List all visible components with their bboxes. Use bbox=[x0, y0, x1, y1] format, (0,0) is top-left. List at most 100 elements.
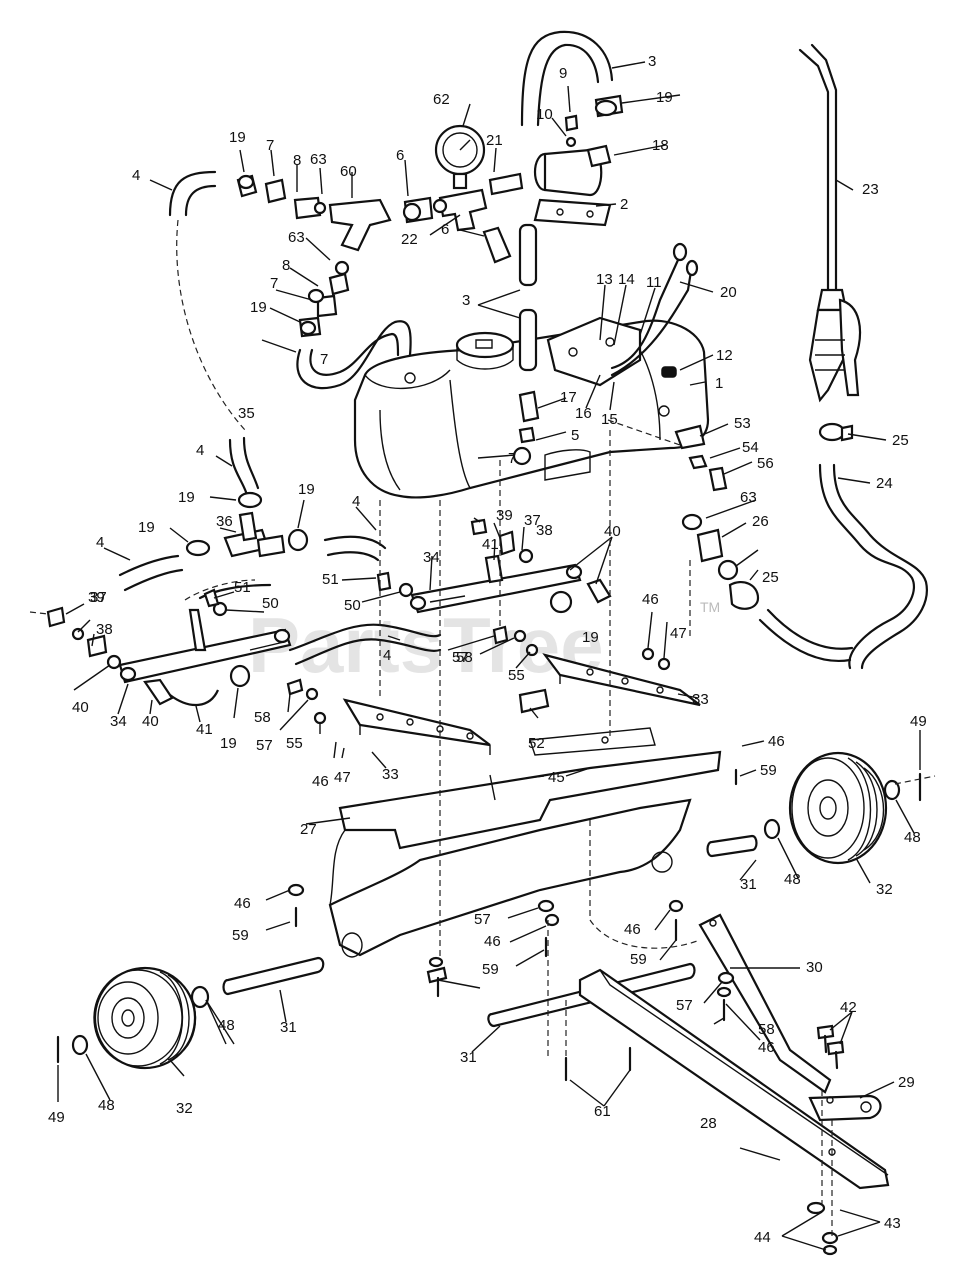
callout: 6 bbox=[441, 221, 449, 238]
pressure-gauge[interactable] bbox=[434, 124, 486, 190]
callout: 27 bbox=[300, 821, 317, 838]
callout: 37 bbox=[524, 512, 541, 529]
mounting-bracket[interactable] bbox=[546, 316, 642, 387]
hose-4-mid-left[interactable] bbox=[118, 554, 184, 592]
callout: 46 bbox=[624, 921, 641, 938]
hose-4-left[interactable] bbox=[228, 436, 260, 494]
callout: 48 bbox=[98, 1097, 115, 1114]
callout: 48 bbox=[904, 829, 921, 846]
callout: 47 bbox=[670, 625, 687, 642]
callout: 25 bbox=[762, 569, 779, 586]
frame-27[interactable] bbox=[328, 727, 722, 958]
hose-clamp-19-set[interactable] bbox=[185, 99, 618, 688]
callout: 21 bbox=[486, 132, 503, 149]
callout: 63 bbox=[288, 229, 305, 246]
callout: 5 bbox=[571, 427, 579, 444]
hose-right-lower[interactable] bbox=[758, 608, 854, 662]
hose-vertical[interactable] bbox=[518, 223, 538, 372]
callout: 19 bbox=[250, 299, 267, 316]
pump[interactable] bbox=[533, 148, 612, 227]
callout: 7 bbox=[508, 450, 516, 467]
callout: 57 bbox=[474, 911, 491, 928]
pins-49[interactable] bbox=[56, 772, 922, 1064]
hose-clamp-25-upper[interactable] bbox=[818, 422, 854, 442]
callout: 63 bbox=[310, 151, 327, 168]
callout: 40 bbox=[142, 713, 159, 730]
callout: 39 bbox=[88, 589, 105, 606]
callout: 25 bbox=[892, 432, 909, 449]
tongue-28[interactable] bbox=[578, 968, 890, 1190]
hose-35[interactable] bbox=[296, 320, 412, 390]
callout: 58 bbox=[254, 709, 271, 726]
callout: 15 bbox=[601, 411, 618, 428]
callout: 48 bbox=[784, 871, 801, 888]
callout: 24 bbox=[876, 475, 893, 492]
callout: 37 bbox=[90, 589, 107, 606]
callout: 39 bbox=[496, 507, 513, 524]
callout: 57 bbox=[676, 997, 693, 1014]
callout: 8 bbox=[293, 152, 301, 169]
wheel-left-32[interactable] bbox=[93, 966, 197, 1070]
callout: 40 bbox=[604, 523, 621, 540]
callout: 29 bbox=[898, 1074, 915, 1091]
callout: 49 bbox=[48, 1109, 65, 1126]
callout: 38 bbox=[96, 621, 113, 638]
callout: 34 bbox=[110, 713, 127, 730]
callout: 34 bbox=[423, 549, 440, 566]
callout: 38 bbox=[536, 522, 553, 539]
boom-left-34[interactable] bbox=[118, 628, 292, 684]
axle-right-31[interactable] bbox=[706, 834, 758, 858]
callout: 14 bbox=[618, 271, 635, 288]
assembly-lines bbox=[29, 219, 936, 1240]
brace-30[interactable] bbox=[698, 913, 832, 1094]
y-fitting-60[interactable] bbox=[293, 196, 392, 338]
callout: 46 bbox=[484, 933, 501, 950]
hose-4-mid[interactable] bbox=[323, 535, 387, 562]
callout: 6 bbox=[396, 147, 404, 164]
hose-top-arc[interactable] bbox=[520, 30, 614, 127]
callout: 60 bbox=[340, 163, 357, 180]
callout: 46 bbox=[758, 1039, 775, 1056]
callout: 28 bbox=[700, 1115, 717, 1132]
tee-fitting-36[interactable] bbox=[223, 511, 286, 558]
wheel-right-32[interactable] bbox=[788, 751, 888, 865]
watermark: PartsTree bbox=[248, 601, 604, 689]
callout: 19 bbox=[582, 629, 599, 646]
callout: 57 bbox=[256, 737, 273, 754]
boom-right-34[interactable] bbox=[409, 563, 583, 614]
callout: 4 bbox=[383, 647, 391, 664]
support-plate-right-33[interactable] bbox=[542, 653, 701, 707]
callout: 1 bbox=[715, 375, 723, 392]
callout: 3 bbox=[648, 53, 656, 70]
callout: 7 bbox=[270, 275, 278, 292]
callout-labels: 1 2 3 3 4 4 4 4 4 5 6 6 7 7 7 7 8 8 9 10… bbox=[48, 53, 927, 1246]
hose-24[interactable] bbox=[818, 463, 928, 670]
callout: 54 bbox=[742, 439, 759, 456]
callout: 4 bbox=[196, 442, 204, 459]
hardware-center[interactable] bbox=[470, 518, 671, 714]
callout: 13 bbox=[596, 271, 613, 288]
nozzle-assemblies[interactable] bbox=[143, 554, 612, 707]
washers-48[interactable] bbox=[71, 779, 901, 1056]
callout: 33 bbox=[382, 766, 399, 783]
tank-fittings[interactable] bbox=[512, 366, 760, 610]
callout: 19 bbox=[656, 89, 673, 106]
support-plate-left-33[interactable] bbox=[342, 698, 491, 755]
callout: 3 bbox=[462, 292, 470, 309]
callout: 45 bbox=[548, 769, 565, 786]
hose-left-elbow[interactable] bbox=[168, 170, 217, 217]
callout: 23 bbox=[862, 181, 879, 198]
hitch-29[interactable] bbox=[808, 1094, 882, 1122]
callout: 9 bbox=[559, 65, 567, 82]
callout: 59 bbox=[232, 927, 249, 944]
callout: 12 bbox=[716, 347, 733, 364]
spray-wand[interactable] bbox=[798, 43, 862, 403]
wiring-harness[interactable] bbox=[610, 242, 699, 377]
callout: 46 bbox=[768, 733, 785, 750]
hardware-left[interactable] bbox=[46, 571, 414, 725]
bolts-and-nuts[interactable] bbox=[287, 768, 845, 1256]
watermark-tm: TM bbox=[700, 599, 720, 615]
axle-left-31[interactable] bbox=[222, 956, 325, 996]
callout: 26 bbox=[752, 513, 769, 530]
